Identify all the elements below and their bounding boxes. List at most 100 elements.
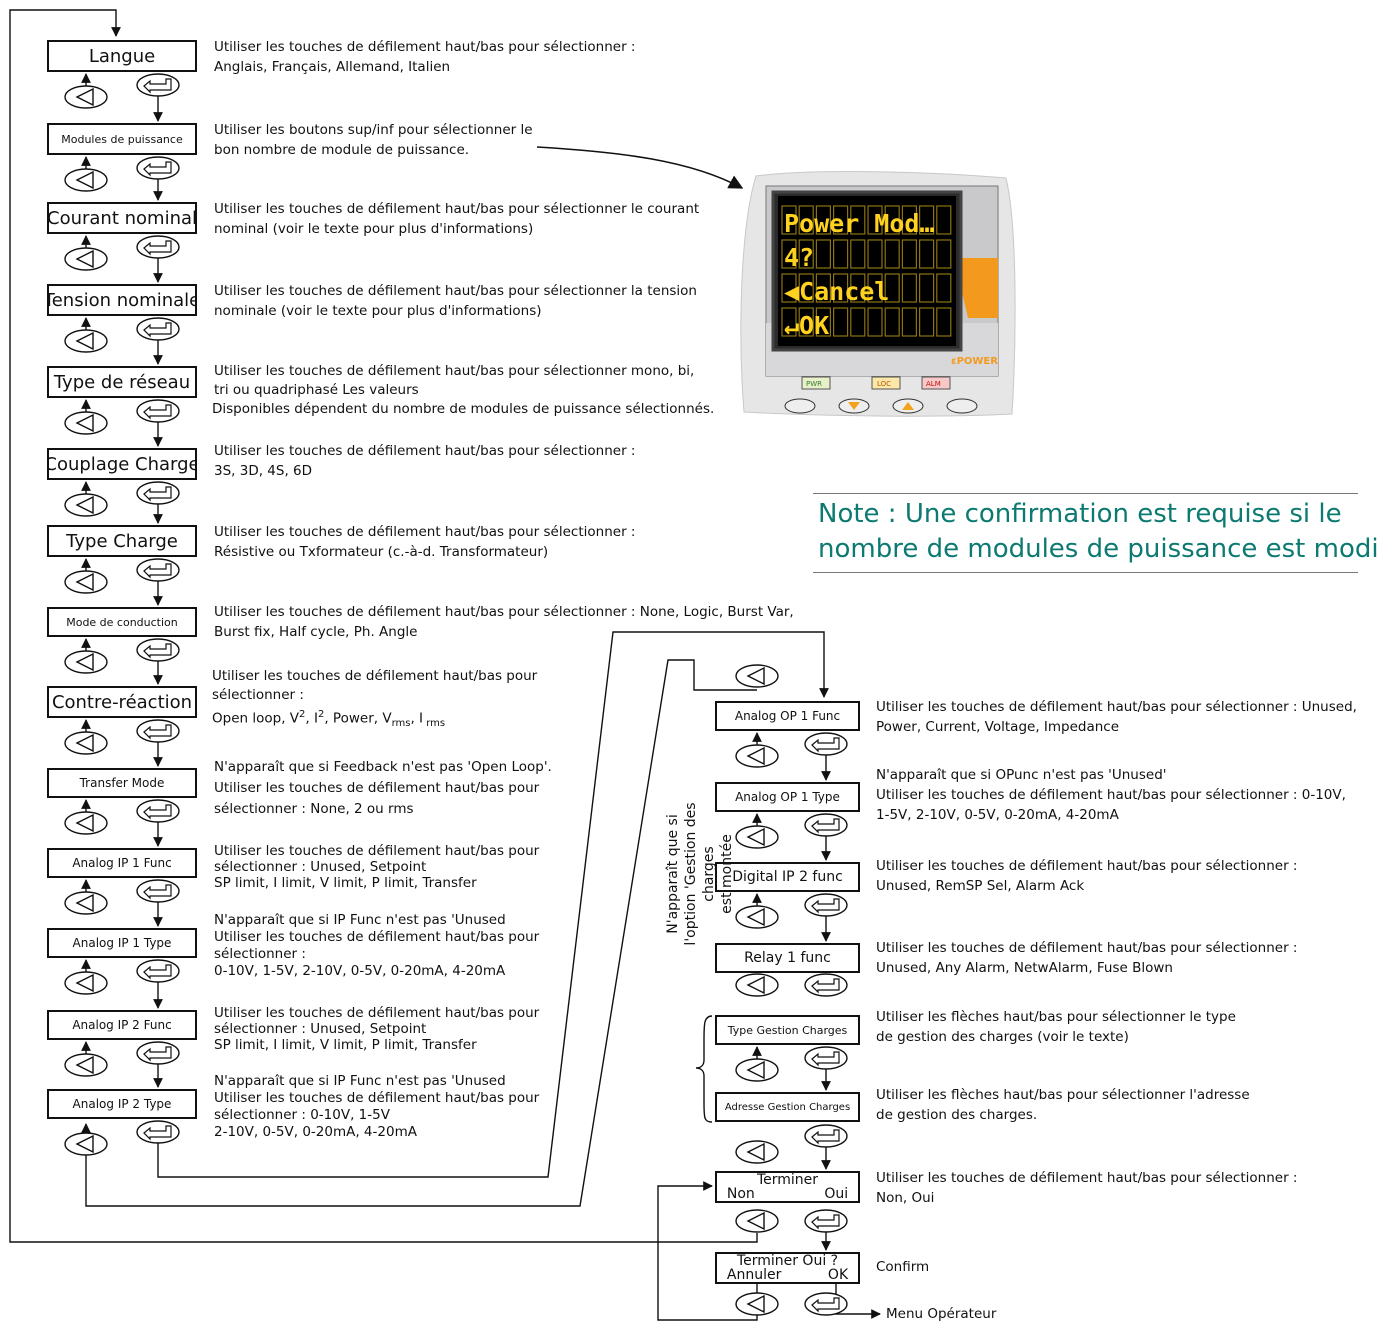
enter-key-icon [136,156,180,180]
enter-key-icon [136,317,180,341]
courant-nominal-box: Courant nominal [47,202,197,234]
lcd-cell [867,205,883,235]
desc-transfer-mode: N'apparaît que si Feedback n'est pas 'Op… [214,759,552,817]
led-loc [871,376,901,390]
contre-reaction-box: Contre-réaction [47,686,197,718]
lcd-cell [884,273,900,303]
lcd-cell [901,239,917,269]
desc-relay1: Utiliser les touches de défilement haut/… [876,940,1298,976]
desc-modules: Utiliser les boutons sup/inf pour sélect… [214,122,533,158]
lcd-cell [798,205,814,235]
confirm-ok: OK [827,1267,849,1283]
led-pwr [801,376,831,390]
box-label: Analog IP 1 Type [72,936,172,950]
lcd-cell [781,205,797,235]
led-alm [921,376,951,390]
box-label: Analog IP 2 Func [72,1018,172,1032]
page-back-key-icon [735,905,779,929]
enter-key-icon [804,732,848,756]
lcd-cell [798,273,814,303]
desc-conduction: Utiliser les touches de défilement haut/… [214,604,794,640]
desc-analog-op1-type: N'apparaît que si OPunc n'est pas 'Unuse… [876,767,1346,823]
box-label: Analog OP 1 Type [735,790,840,804]
page-back-key-icon [735,1058,779,1082]
page-back-key-icon [735,973,779,997]
enter-key-icon [804,1046,848,1070]
enter-key-icon [136,799,180,823]
lcd-cell [832,239,849,269]
box-label: Analog OP 1 Func [734,709,841,723]
desc-analog-op1-func: Utiliser les touches de défilement haut/… [876,699,1357,735]
desc-analog-ip2-func: Utiliser les touches de défilement haut/… [214,1005,540,1053]
device-enter-button[interactable] [946,398,978,414]
lcd-cell [815,239,832,269]
mode-de-conduction-box: Mode de conduction [47,607,197,637]
page-back-key-icon [64,731,108,755]
analog-op-1-type-box: Analog OP 1 Type [715,782,860,812]
box-label: Couplage Charge [47,453,197,475]
device-page-button[interactable] [784,398,816,414]
feedback-formula: Open loop, V2, I2, Power, Vrms, I rms [212,709,446,730]
box-label: Tension nominale [47,289,197,311]
flow-connector [81,659,757,1207]
confirm-annuler: Annuler [726,1267,782,1283]
page-back-key-icon [64,811,108,835]
tension-nominale-box: Tension nominale [47,284,197,316]
enter-key-icon [136,959,180,983]
lcd-grid [781,205,952,337]
lcd-line-1: Power Mod… [784,209,935,238]
lcd-cell [815,205,832,235]
page-back-key-icon [735,1140,779,1164]
adresse-gestion-charges-box: Adresse Gestion Charges [715,1092,860,1122]
confirm-title: Terminer Oui ? [736,1253,839,1269]
desc-terminer: Utiliser les touches de défilement haut/… [876,1170,1298,1206]
enter-key-icon [804,1292,848,1316]
relay-1-func-box: Relay 1 func [715,943,860,973]
flow-connector [157,631,829,1178]
desc-confirm: Confirm [876,1259,930,1275]
box-label: Courant nominal [47,207,197,229]
brand-logo: εPOWER [951,356,998,367]
type-charge-box: Type Charge [47,525,197,557]
box-label: Transfer Mode [79,776,165,790]
lcd-cell [815,307,832,337]
analog-op-1-func-box: Analog OP 1 Func [715,701,860,731]
svg-text:LOC: LOC [877,380,891,388]
analog-ip-1-type-box: Analog IP 1 Type [47,928,197,958]
lcd-cell [919,307,935,337]
analog-ip-2-func-box: Analog IP 2 Func [47,1010,197,1040]
box-label: Langue [88,45,156,67]
lcd-line-4: ↵OK [784,311,829,340]
lcd-cell [781,273,797,303]
lcd-cell [884,239,900,269]
lcd-cell [867,273,883,303]
analog-ip-2-type-box: Analog IP 2 Type [47,1089,197,1119]
lcd-cell [936,307,952,337]
box-label: Type de réseau [53,371,191,393]
lcd-cell [850,273,866,303]
box-label: Analog IP 2 Type [72,1097,172,1111]
lcd-line-2: 4? [784,243,814,272]
confirmation-note: Note : Une confirmation est requise si l… [813,493,1379,573]
box-label: Mode de conduction [66,615,178,629]
svg-text:ALM: ALM [926,380,941,388]
page-back-key-icon [64,493,108,517]
lcd-cell [901,307,917,337]
enter-key-icon [136,558,180,582]
page-back-key-icon [64,650,108,674]
terminer-title: Terminer [756,1172,819,1188]
load-management-vertical-note: N'apparaît que si l'option 'Gestion des … [665,802,735,946]
page-back-key-icon [735,825,779,849]
lcd-cell [919,273,935,303]
flow-connector [9,9,715,1243]
page-back-key-icon [64,891,108,915]
enter-key-icon [136,1041,180,1065]
page-back-key-icon [64,1053,108,1077]
enter-key-icon [804,1209,848,1233]
page-back-key-icon [64,411,108,435]
confirm-box: Terminer Oui ? Annuler OK [715,1252,860,1284]
lcd-cell [867,307,883,337]
couplage-charge-box: Couplage Charge [47,448,197,480]
page-back-key-icon [735,1209,779,1233]
